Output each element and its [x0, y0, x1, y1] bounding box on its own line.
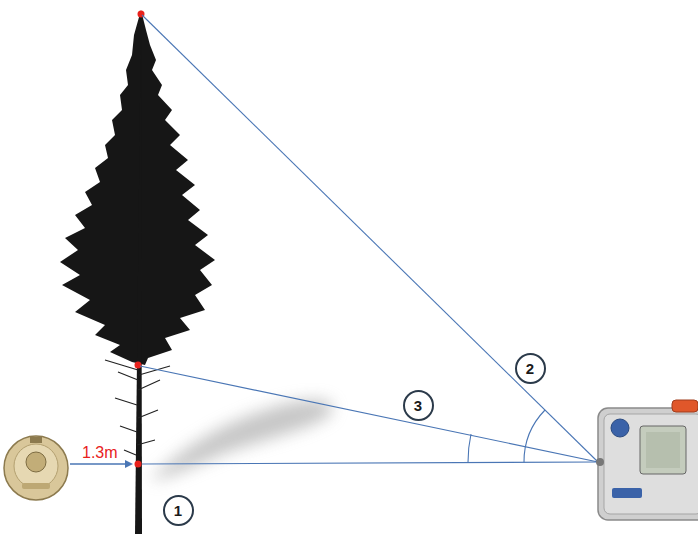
height-label: 1.3m: [82, 444, 118, 462]
callout-number: 3: [414, 397, 422, 414]
sight-lines: [140, 15, 598, 464]
height-arrow: [70, 460, 133, 468]
tree: [60, 10, 215, 534]
callout-number: 2: [526, 360, 534, 377]
callout-circle: 2: [515, 353, 546, 384]
gps-receiver: [4, 436, 68, 500]
tree-shadow: [150, 400, 333, 480]
hypsometer-device: [596, 400, 698, 520]
callout-circle: 1: [163, 495, 194, 526]
callout-circle: 3: [403, 390, 434, 421]
callout-number: 1: [174, 502, 182, 519]
